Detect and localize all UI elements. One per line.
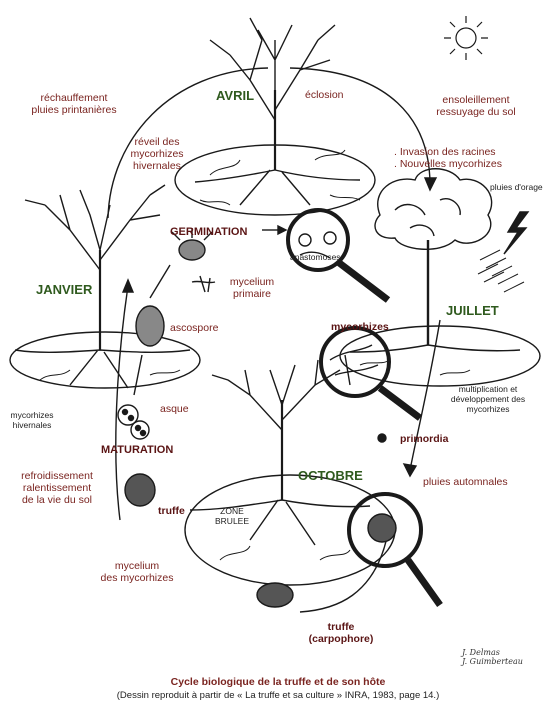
magnifier-truffe-icon xyxy=(347,492,443,608)
season-octobre: OCTOBRE xyxy=(298,468,363,483)
season-avril: AVRIL xyxy=(216,88,255,103)
sun-icon xyxy=(444,16,488,60)
tree-janvier xyxy=(9,184,201,389)
season-janvier: JANVIER xyxy=(36,282,93,297)
cycle-arc-top-left xyxy=(107,67,269,219)
asque-icon xyxy=(117,404,150,440)
lightning-icon xyxy=(503,211,530,255)
cycle-arc-right xyxy=(409,319,441,471)
magnifier-mycorhizes-icon xyxy=(319,326,423,421)
truffe-icon xyxy=(124,473,156,507)
label-anastomoses: anastomoses xyxy=(290,252,341,262)
primordia-icon xyxy=(377,433,387,443)
label-truffe-carpophore: truffe(carpophore) xyxy=(308,621,374,645)
mycelium-primaire-icon xyxy=(191,275,216,293)
tree-juillet xyxy=(339,168,541,387)
label-pluies-orage: pluies d'orage xyxy=(490,182,543,192)
season-juillet: JUILLET xyxy=(446,303,499,318)
arrowhead-oct xyxy=(402,463,418,478)
ascospore-icon xyxy=(135,305,165,347)
tree-avril xyxy=(174,17,376,216)
truffe-carpophore-icon xyxy=(256,582,294,608)
label-mycorhizes: mycorhizes xyxy=(331,321,389,333)
arrow-asque-up xyxy=(133,354,143,396)
stage-maturation: MATURATION xyxy=(101,444,174,456)
cycle-arc-bottom xyxy=(299,519,391,613)
label-eclosion: éclosion xyxy=(305,89,344,101)
label-asque: asque xyxy=(160,403,189,415)
label-primordia: primordia xyxy=(400,433,449,445)
magnifier-anastomoses-icon xyxy=(286,208,391,303)
caption-source: (Dessin reproduit à partir de « La truff… xyxy=(116,690,440,701)
germination-spore-icon xyxy=(171,228,213,261)
label-pluies-automnales: pluies automnales xyxy=(423,476,508,488)
arrowhead-jan xyxy=(121,278,135,293)
cycle-arc-left-up xyxy=(115,285,129,521)
label-invasion-racines: . Invasion des racines. Nouvelles mycorh… xyxy=(394,146,502,170)
label-truffe: truffe xyxy=(158,505,185,517)
cycle-arc-top-right xyxy=(289,67,431,186)
rain-icon xyxy=(477,249,525,293)
caption-title: Cycle biologique de la truffe et de son … xyxy=(170,676,386,688)
arrowhead-jul xyxy=(423,177,438,192)
label-ascospore: ascospore xyxy=(170,322,219,334)
stage-germination: GERMINATION xyxy=(170,226,248,238)
root-scribbles xyxy=(39,149,471,561)
arrow-ascospore-up xyxy=(149,264,171,299)
